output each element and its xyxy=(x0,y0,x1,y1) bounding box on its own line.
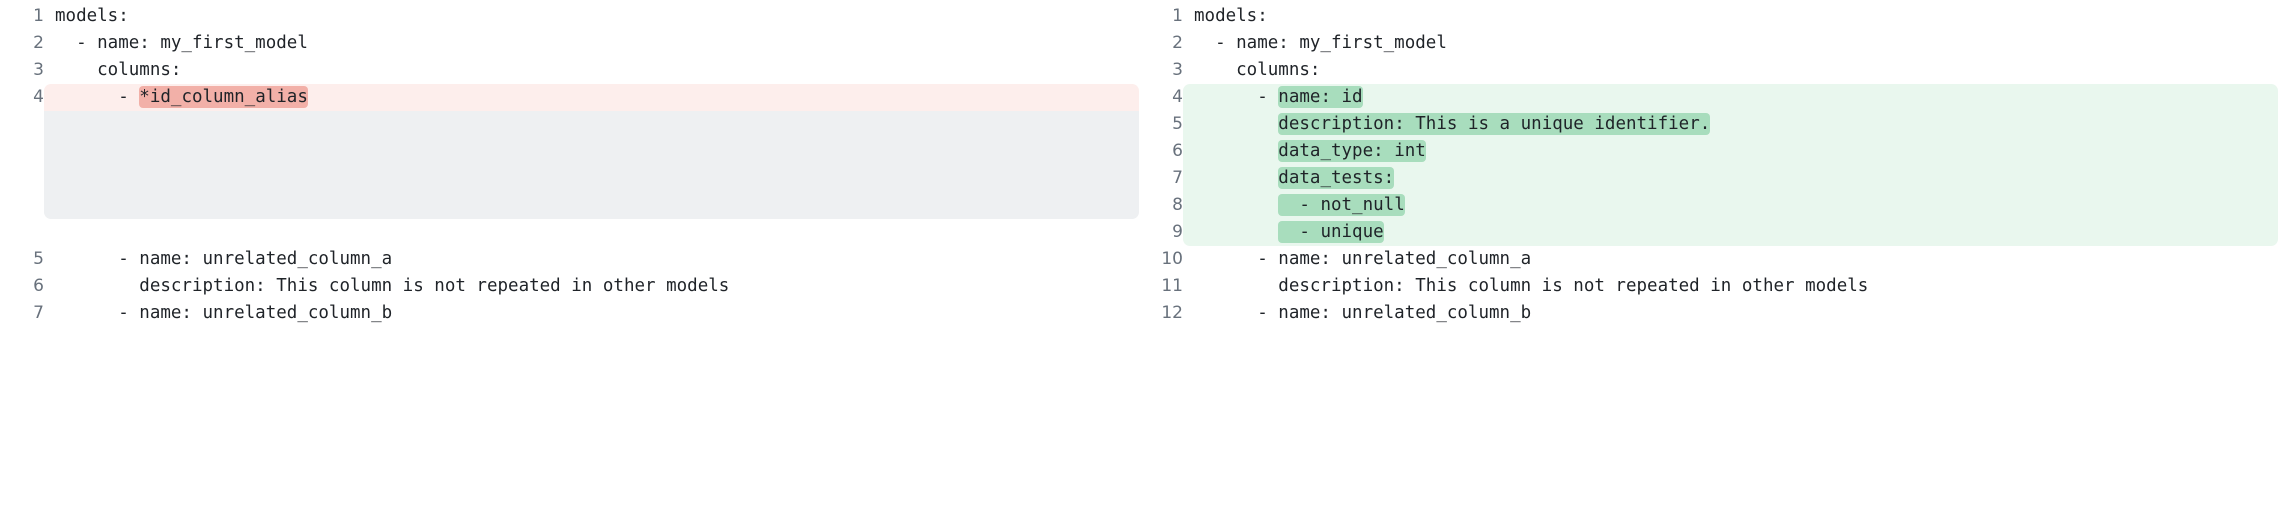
line-text: - name: unrelated_column_a xyxy=(1194,249,1532,269)
line-number: 12 xyxy=(1161,303,1183,323)
line-number: 9 xyxy=(1172,222,1183,242)
line-content[interactable]: models: xyxy=(1183,3,2278,30)
diff-line[interactable]: 8 - not_null xyxy=(1139,192,2278,219)
line-indent xyxy=(1194,141,1278,161)
changed-token: data_tests: xyxy=(1278,167,1395,189)
line-number: 2 xyxy=(33,33,44,53)
diff-line[interactable]: 11 description: This column is not repea… xyxy=(1139,273,2278,300)
line-text: description: This column is not repeated… xyxy=(1194,276,1869,296)
diff-line[interactable]: 10 - name: unrelated_column_a xyxy=(1139,246,2278,273)
line-content[interactable]: - not_null xyxy=(1183,192,2278,219)
line-content[interactable]: - name: unrelated_column_a xyxy=(1183,246,2278,273)
line-number: 1 xyxy=(1172,6,1183,26)
changed-token: name: id xyxy=(1278,86,1363,108)
changed-token: - not_null xyxy=(1278,194,1405,216)
line-number: 6 xyxy=(33,276,44,296)
line-content[interactable]: data_type: int xyxy=(1183,138,2278,165)
line-content[interactable]: - *id_column_alias xyxy=(44,84,1139,111)
line-number: 6 xyxy=(1172,141,1183,161)
line-number: 3 xyxy=(33,60,44,80)
line-indent: - xyxy=(55,87,140,107)
line-content[interactable]: data_tests: xyxy=(1183,165,2278,192)
diff-line[interactable]: 5 - name: unrelated_column_a xyxy=(0,246,1139,273)
diff-line[interactable]: 7 - name: unrelated_column_b xyxy=(0,300,1139,327)
line-content[interactable]: - name: unrelated_column_a xyxy=(44,246,1139,273)
changed-token: - unique xyxy=(1278,221,1384,243)
diff-line[interactable]: 1 models: xyxy=(0,3,1139,30)
line-number: 11 xyxy=(1161,276,1183,296)
line-text: models: xyxy=(55,6,129,26)
line-number: 4 xyxy=(1172,87,1183,107)
line-content[interactable]: - name: unrelated_column_b xyxy=(44,300,1139,327)
line-number: 8 xyxy=(1172,195,1183,215)
line-number: 10 xyxy=(1161,249,1183,269)
line-content[interactable]: description: This is a unique identifier… xyxy=(1183,111,2278,138)
line-number: 4 xyxy=(33,87,44,107)
line-content[interactable]: columns: xyxy=(1183,57,2278,84)
line-text: models: xyxy=(1194,6,1268,26)
changed-token: description: This is a unique identifier… xyxy=(1278,113,1711,135)
line-indent xyxy=(1194,168,1278,188)
line-text: - name: my_first_model xyxy=(1194,33,1447,53)
changed-token: data_type: int xyxy=(1278,140,1426,162)
line-number: 5 xyxy=(33,249,44,269)
line-number: 7 xyxy=(1172,168,1183,188)
line-indent xyxy=(1194,222,1278,242)
line-number: 7 xyxy=(33,303,44,323)
line-content[interactable]: - name: id xyxy=(1183,84,2278,111)
line-text: - name: unrelated_column_b xyxy=(1194,303,1532,323)
diff-line[interactable]: 2 - name: my_first_model xyxy=(0,30,1139,57)
line-text: - name: unrelated_column_a xyxy=(55,249,393,269)
line-indent xyxy=(1194,114,1278,134)
diff-line[interactable]: 1 models: xyxy=(1139,3,2278,30)
line-number: 2 xyxy=(1172,33,1183,53)
diff-line[interactable]: 2 - name: my_first_model xyxy=(1139,30,2278,57)
diff-line[interactable]: 9 - unique xyxy=(1139,219,2278,246)
line-content[interactable]: description: This column is not repeated… xyxy=(44,273,1139,300)
line-content[interactable]: - name: my_first_model xyxy=(44,30,1139,57)
line-number: 1 xyxy=(33,6,44,26)
diff-line[interactable]: 7 data_tests: xyxy=(1139,165,2278,192)
line-text: - name: unrelated_column_b xyxy=(55,303,393,323)
diff-line[interactable]: 12 - name: unrelated_column_b xyxy=(1139,300,2278,327)
line-text: - name: my_first_model xyxy=(55,33,308,53)
changed-token: *id_column_alias xyxy=(139,86,308,108)
diff-line[interactable]: 6 description: This column is not repeat… xyxy=(0,273,1139,300)
diff-line[interactable]: 6 data_type: int xyxy=(1139,138,2278,165)
line-content[interactable]: description: This column is not repeated… xyxy=(1183,273,2278,300)
line-content[interactable]: - name: unrelated_column_b xyxy=(1183,300,2278,327)
line-content[interactable]: - name: my_first_model xyxy=(1183,30,2278,57)
diff-gap-spacer xyxy=(0,219,1139,246)
line-text: columns: xyxy=(55,60,182,80)
line-content[interactable]: columns: xyxy=(44,57,1139,84)
line-number: 5 xyxy=(1172,114,1183,134)
diff-line[interactable]: 3 columns: xyxy=(0,57,1139,84)
line-number: 3 xyxy=(1172,60,1183,80)
line-text: description: This column is not repeated… xyxy=(55,276,730,296)
diff-filler-block xyxy=(44,111,1139,219)
line-content[interactable]: models: xyxy=(44,3,1139,30)
line-content[interactable]: - unique xyxy=(1183,219,2278,246)
line-indent xyxy=(1194,195,1278,215)
diff-line[interactable]: 3 columns: xyxy=(1139,57,2278,84)
diff-line[interactable]: 4 - name: id xyxy=(1139,84,2278,111)
diff-line[interactable]: 4 - *id_column_alias xyxy=(0,84,1139,111)
line-indent: - xyxy=(1194,87,1279,107)
line-text: columns: xyxy=(1194,60,1321,80)
diff-line[interactable]: 5 description: This is a unique identifi… xyxy=(1139,111,2278,138)
